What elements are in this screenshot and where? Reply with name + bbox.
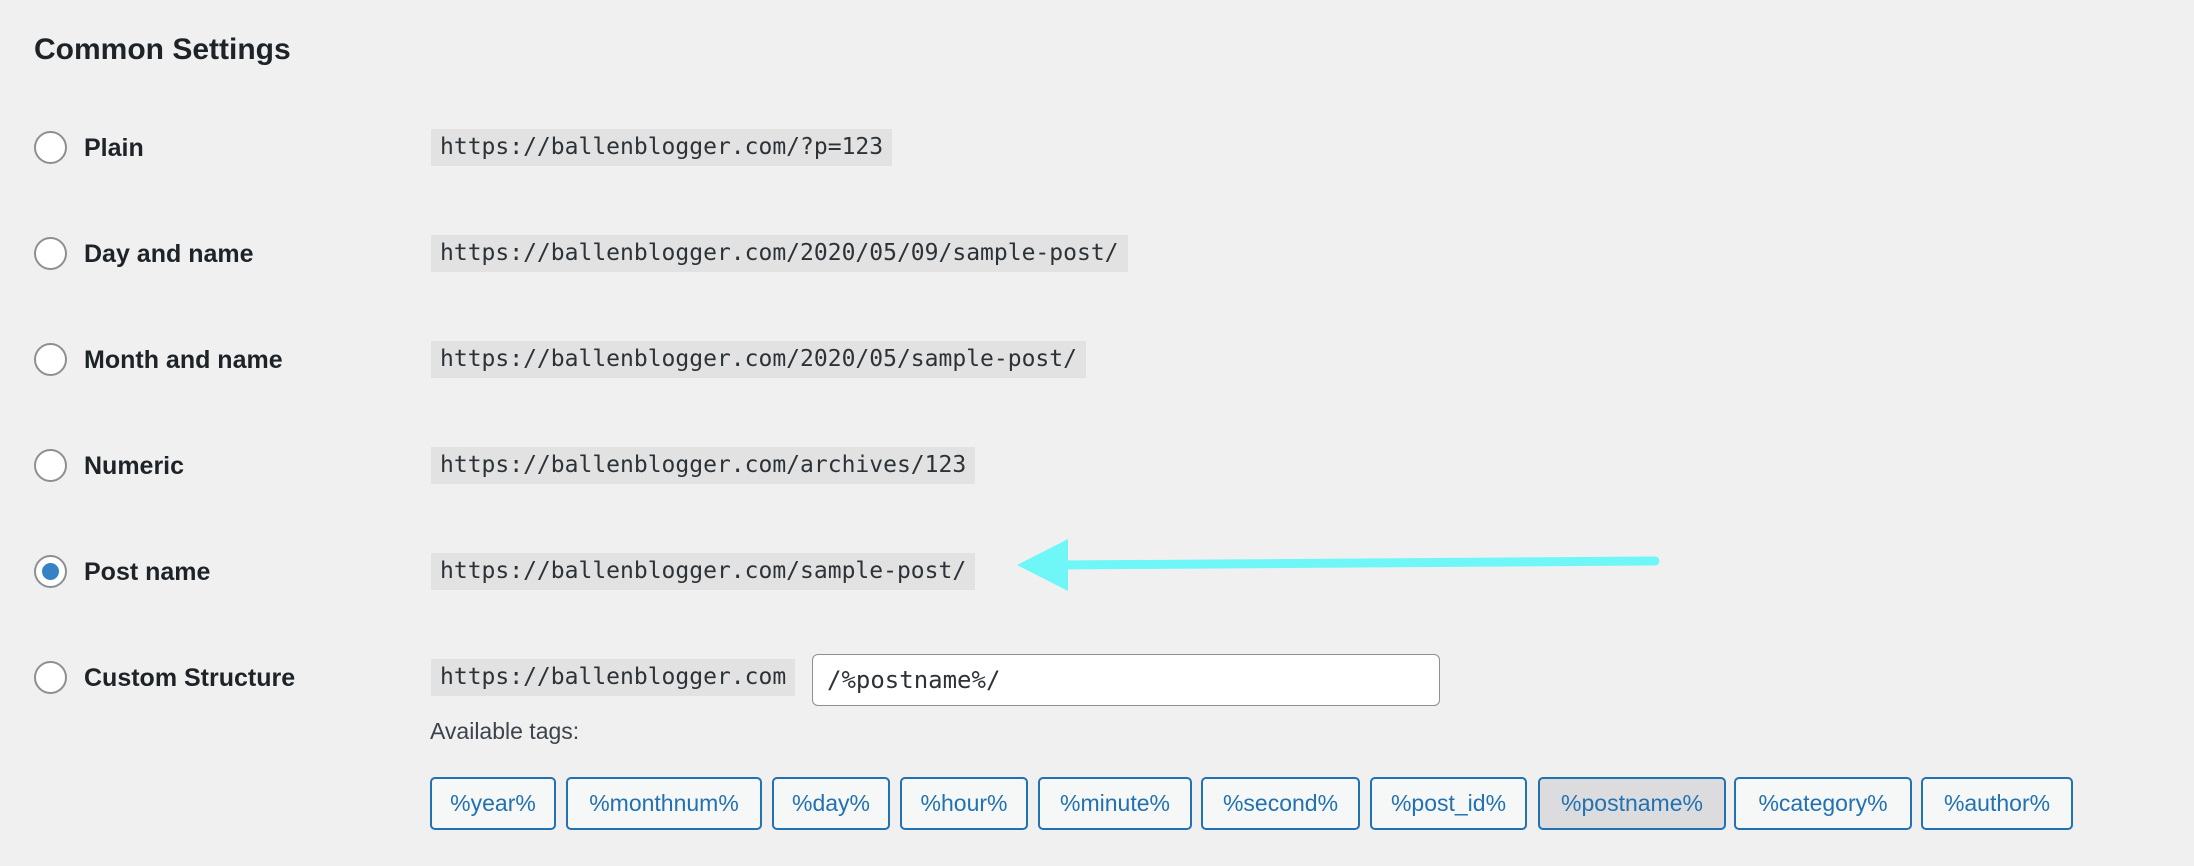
sample-url-post-name: https://ballenblogger.com/sample-post/ bbox=[431, 553, 976, 590]
sample-url-month-and-name: https://ballenblogger.com/2020/05/sample… bbox=[431, 341, 1086, 378]
radio-numeric[interactable] bbox=[34, 449, 67, 482]
radio-month-and-name[interactable] bbox=[34, 343, 67, 376]
page-title: Common Settings bbox=[34, 33, 291, 66]
permalink-option-numeric[interactable]: Numeric https://ballenblogger.com/archiv… bbox=[34, 445, 2134, 489]
tag-button-minute[interactable]: %minute% bbox=[1038, 777, 1192, 830]
tag-button-second[interactable]: %second% bbox=[1201, 777, 1360, 830]
option-label-day-and-name: Day and name bbox=[84, 240, 254, 268]
tag-button-year[interactable]: %year% bbox=[430, 777, 556, 830]
sample-url-plain: https://ballenblogger.com/?p=123 bbox=[431, 129, 893, 166]
sample-url-numeric: https://ballenblogger.com/archives/123 bbox=[431, 447, 976, 484]
tag-button-hour[interactable]: %hour% bbox=[900, 777, 1028, 830]
tag-button-day[interactable]: %day% bbox=[772, 777, 890, 830]
permalink-option-plain[interactable]: Plain https://ballenblogger.com/?p=123 bbox=[34, 127, 2134, 171]
radio-custom-structure[interactable] bbox=[34, 661, 67, 694]
sample-url-day-and-name: https://ballenblogger.com/2020/05/09/sam… bbox=[431, 235, 1128, 272]
radio-plain[interactable] bbox=[34, 131, 67, 164]
option-label-post-name: Post name bbox=[84, 558, 211, 586]
tag-button-monthnum[interactable]: %monthnum% bbox=[566, 777, 762, 830]
available-tags-label: Available tags: bbox=[430, 718, 580, 744]
permalink-option-month-and-name[interactable]: Month and name https://ballenblogger.com… bbox=[34, 339, 2134, 383]
option-label-numeric: Numeric bbox=[84, 452, 185, 480]
option-label-month-and-name: Month and name bbox=[84, 346, 283, 374]
permalink-option-post-name[interactable]: Post name https://ballenblogger.com/samp… bbox=[34, 551, 2134, 595]
tag-button-category[interactable]: %category% bbox=[1734, 777, 1912, 830]
permalink-option-day-and-name[interactable]: Day and name https://ballenblogger.com/2… bbox=[34, 233, 2134, 277]
custom-structure-base-url: https://ballenblogger.com bbox=[431, 659, 796, 696]
custom-structure-input[interactable] bbox=[812, 654, 1440, 706]
radio-post-name[interactable] bbox=[34, 555, 67, 588]
radio-day-and-name[interactable] bbox=[34, 237, 67, 270]
tag-button-postname[interactable]: %postname% bbox=[1538, 777, 1726, 830]
permalink-option-custom-structure[interactable]: Custom Structure https://ballenblogger.c… bbox=[34, 657, 2134, 701]
option-label-plain: Plain bbox=[84, 134, 144, 162]
tag-button-author[interactable]: %author% bbox=[1921, 777, 2073, 830]
tag-button-post-id[interactable]: %post_id% bbox=[1370, 777, 1527, 830]
option-label-custom-structure: Custom Structure bbox=[84, 664, 296, 692]
